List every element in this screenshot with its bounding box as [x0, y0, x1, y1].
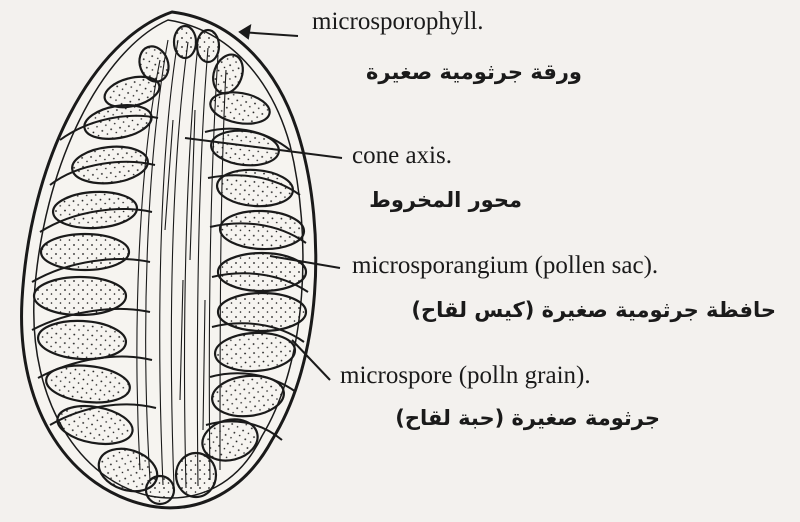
- label-microsporangium: microsporangium (pollen sac).: [352, 252, 658, 280]
- label-cone-axis: cone axis.: [352, 142, 452, 170]
- arrow-head-microsporophyll: [240, 26, 250, 38]
- label-microsporophyll-arabic: ورقة جرثومية صغيرة: [332, 58, 582, 86]
- label-microsporophyll: microsporophyll.: [312, 8, 484, 36]
- label-microspore: microspore (polln grain).: [340, 362, 591, 390]
- label-microsporangium-arabic: حافظة جرثومية صغيرة (كيس لقاح): [356, 296, 776, 324]
- label-cone-axis-arabic: محور المخروط: [344, 186, 522, 214]
- label-microspore-arabic: جرثومة صغيرة (حبة لقاح): [340, 404, 660, 432]
